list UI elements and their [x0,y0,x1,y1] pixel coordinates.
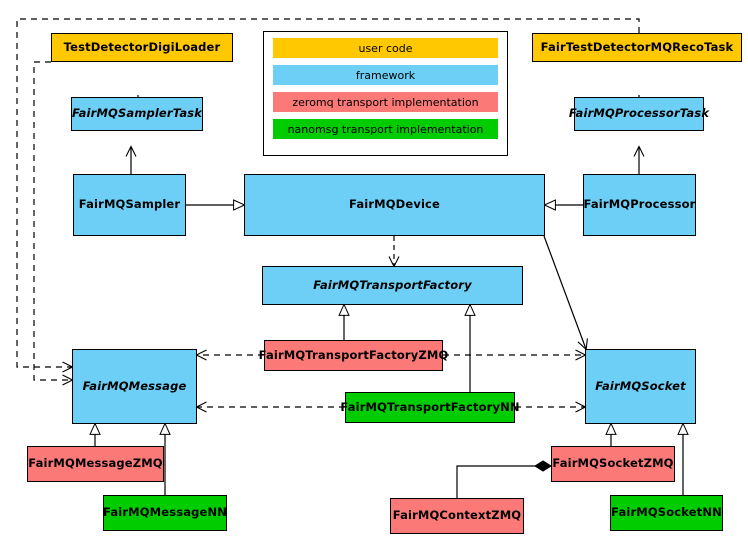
class-box-fairmqmessage[interactable]: FairMQMessage [72,349,197,424]
class-box-fairmqmessagenn[interactable]: FairMQMessageNN [103,495,227,531]
legend-item-zeromq: zeromq transport implementation [273,92,498,112]
legend-item-framework: framework [273,65,498,85]
class-box-fairmqprocessor[interactable]: FairMQProcessor [583,174,696,236]
class-box-fairmqsocket[interactable]: FairMQSocket [585,349,696,424]
class-box-fairmqtransportfactorynn[interactable]: FairMQTransportFactoryNN [340,392,520,423]
class-box-fairmqprocessortask[interactable]: FairMQProcessorTask [569,97,709,131]
class-box-fairmqcontextzmq[interactable]: FairMQContextZMQ [390,498,524,534]
edge-device-to-socket [543,235,588,351]
legend-item-nanomsg: nanomsg transport implementation [273,119,498,139]
edge-digiloader-to-message [33,61,74,386]
class-box-fairmqsocketnn[interactable]: FairMQSocketNN [610,495,723,531]
class-box-testdetectordigiloader[interactable]: TestDetectorDigiLoader [51,33,233,62]
class-box-fairtestdetectormqrecotask[interactable]: FairTestDetectorMQRecoTask [532,33,742,62]
class-box-fairmqsamplertask[interactable]: FairMQSamplerTask [71,97,203,131]
class-box-fairmqsampler[interactable]: FairMQSampler [73,174,186,236]
class-box-fairmqtransportfactory[interactable]: FairMQTransportFactory [262,266,523,305]
class-box-fairmqmessagezmq[interactable]: FairMQMessageZMQ [27,446,164,482]
class-box-fairmqsocketzmq[interactable]: FairMQSocketZMQ [551,446,675,482]
class-box-fairmqdevice[interactable]: FairMQDevice [244,174,545,236]
legend-item-user-code: user code [273,38,498,58]
legend-panel: user code framework zeromq transport imp… [263,31,508,156]
class-box-fairmqtransportfactoryzmq[interactable]: FairMQTransportFactoryZMQ [259,340,448,371]
